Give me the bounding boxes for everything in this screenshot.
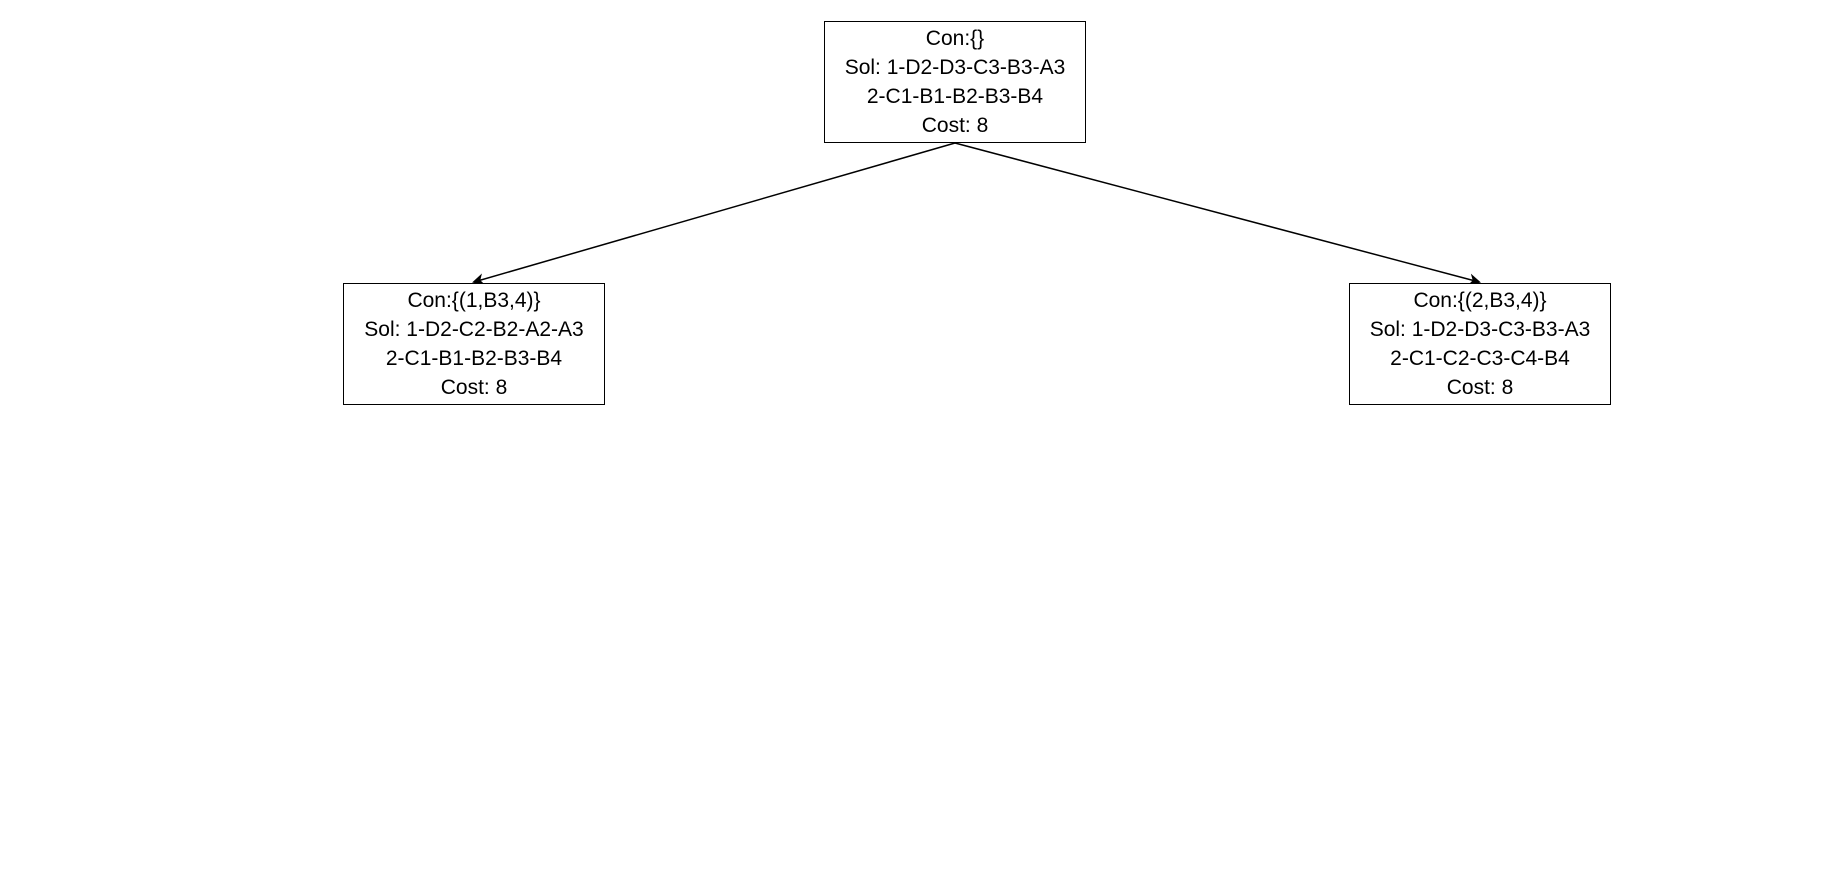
root-cost: Cost: 8: [921, 114, 989, 137]
right-solution-agent-1: Sol: 1-D2-D3-C3-B3-A3: [1369, 318, 1591, 341]
root-solution-agent-2: 2-C1-B1-B2-B3-B4: [866, 85, 1044, 108]
right-constraints: Con:{(2,B3,4)}: [1413, 289, 1547, 312]
edge-root-to-left: [472, 142, 956, 285]
right-cost: Cost: 8: [1446, 376, 1514, 399]
right-child-node: Con:{(2,B3,4)} Sol: 1-D2-D3-C3-B3-A3 2-C…: [1349, 283, 1611, 405]
edge-root-to-right: [954, 142, 1481, 286]
root-solution-agent-1: Sol: 1-D2-D3-C3-B3-A3: [844, 56, 1066, 79]
left-constraints: Con:{(1,B3,4)}: [407, 289, 541, 312]
root-node: Con:{} Sol: 1-D2-D3-C3-B3-A3 2-C1-B1-B2-…: [824, 21, 1086, 143]
left-child-node: Con:{(1,B3,4)} Sol: 1-D2-C2-B2-A2-A3 2-C…: [343, 283, 605, 405]
left-solution-agent-1: Sol: 1-D2-C2-B2-A2-A3: [364, 318, 584, 341]
right-solution-agent-2: 2-C1-C2-C3-C4-B4: [1390, 347, 1570, 370]
left-cost: Cost: 8: [440, 376, 508, 399]
left-solution-agent-2: 2-C1-B1-B2-B3-B4: [385, 347, 563, 370]
root-constraints: Con:{}: [925, 27, 985, 50]
